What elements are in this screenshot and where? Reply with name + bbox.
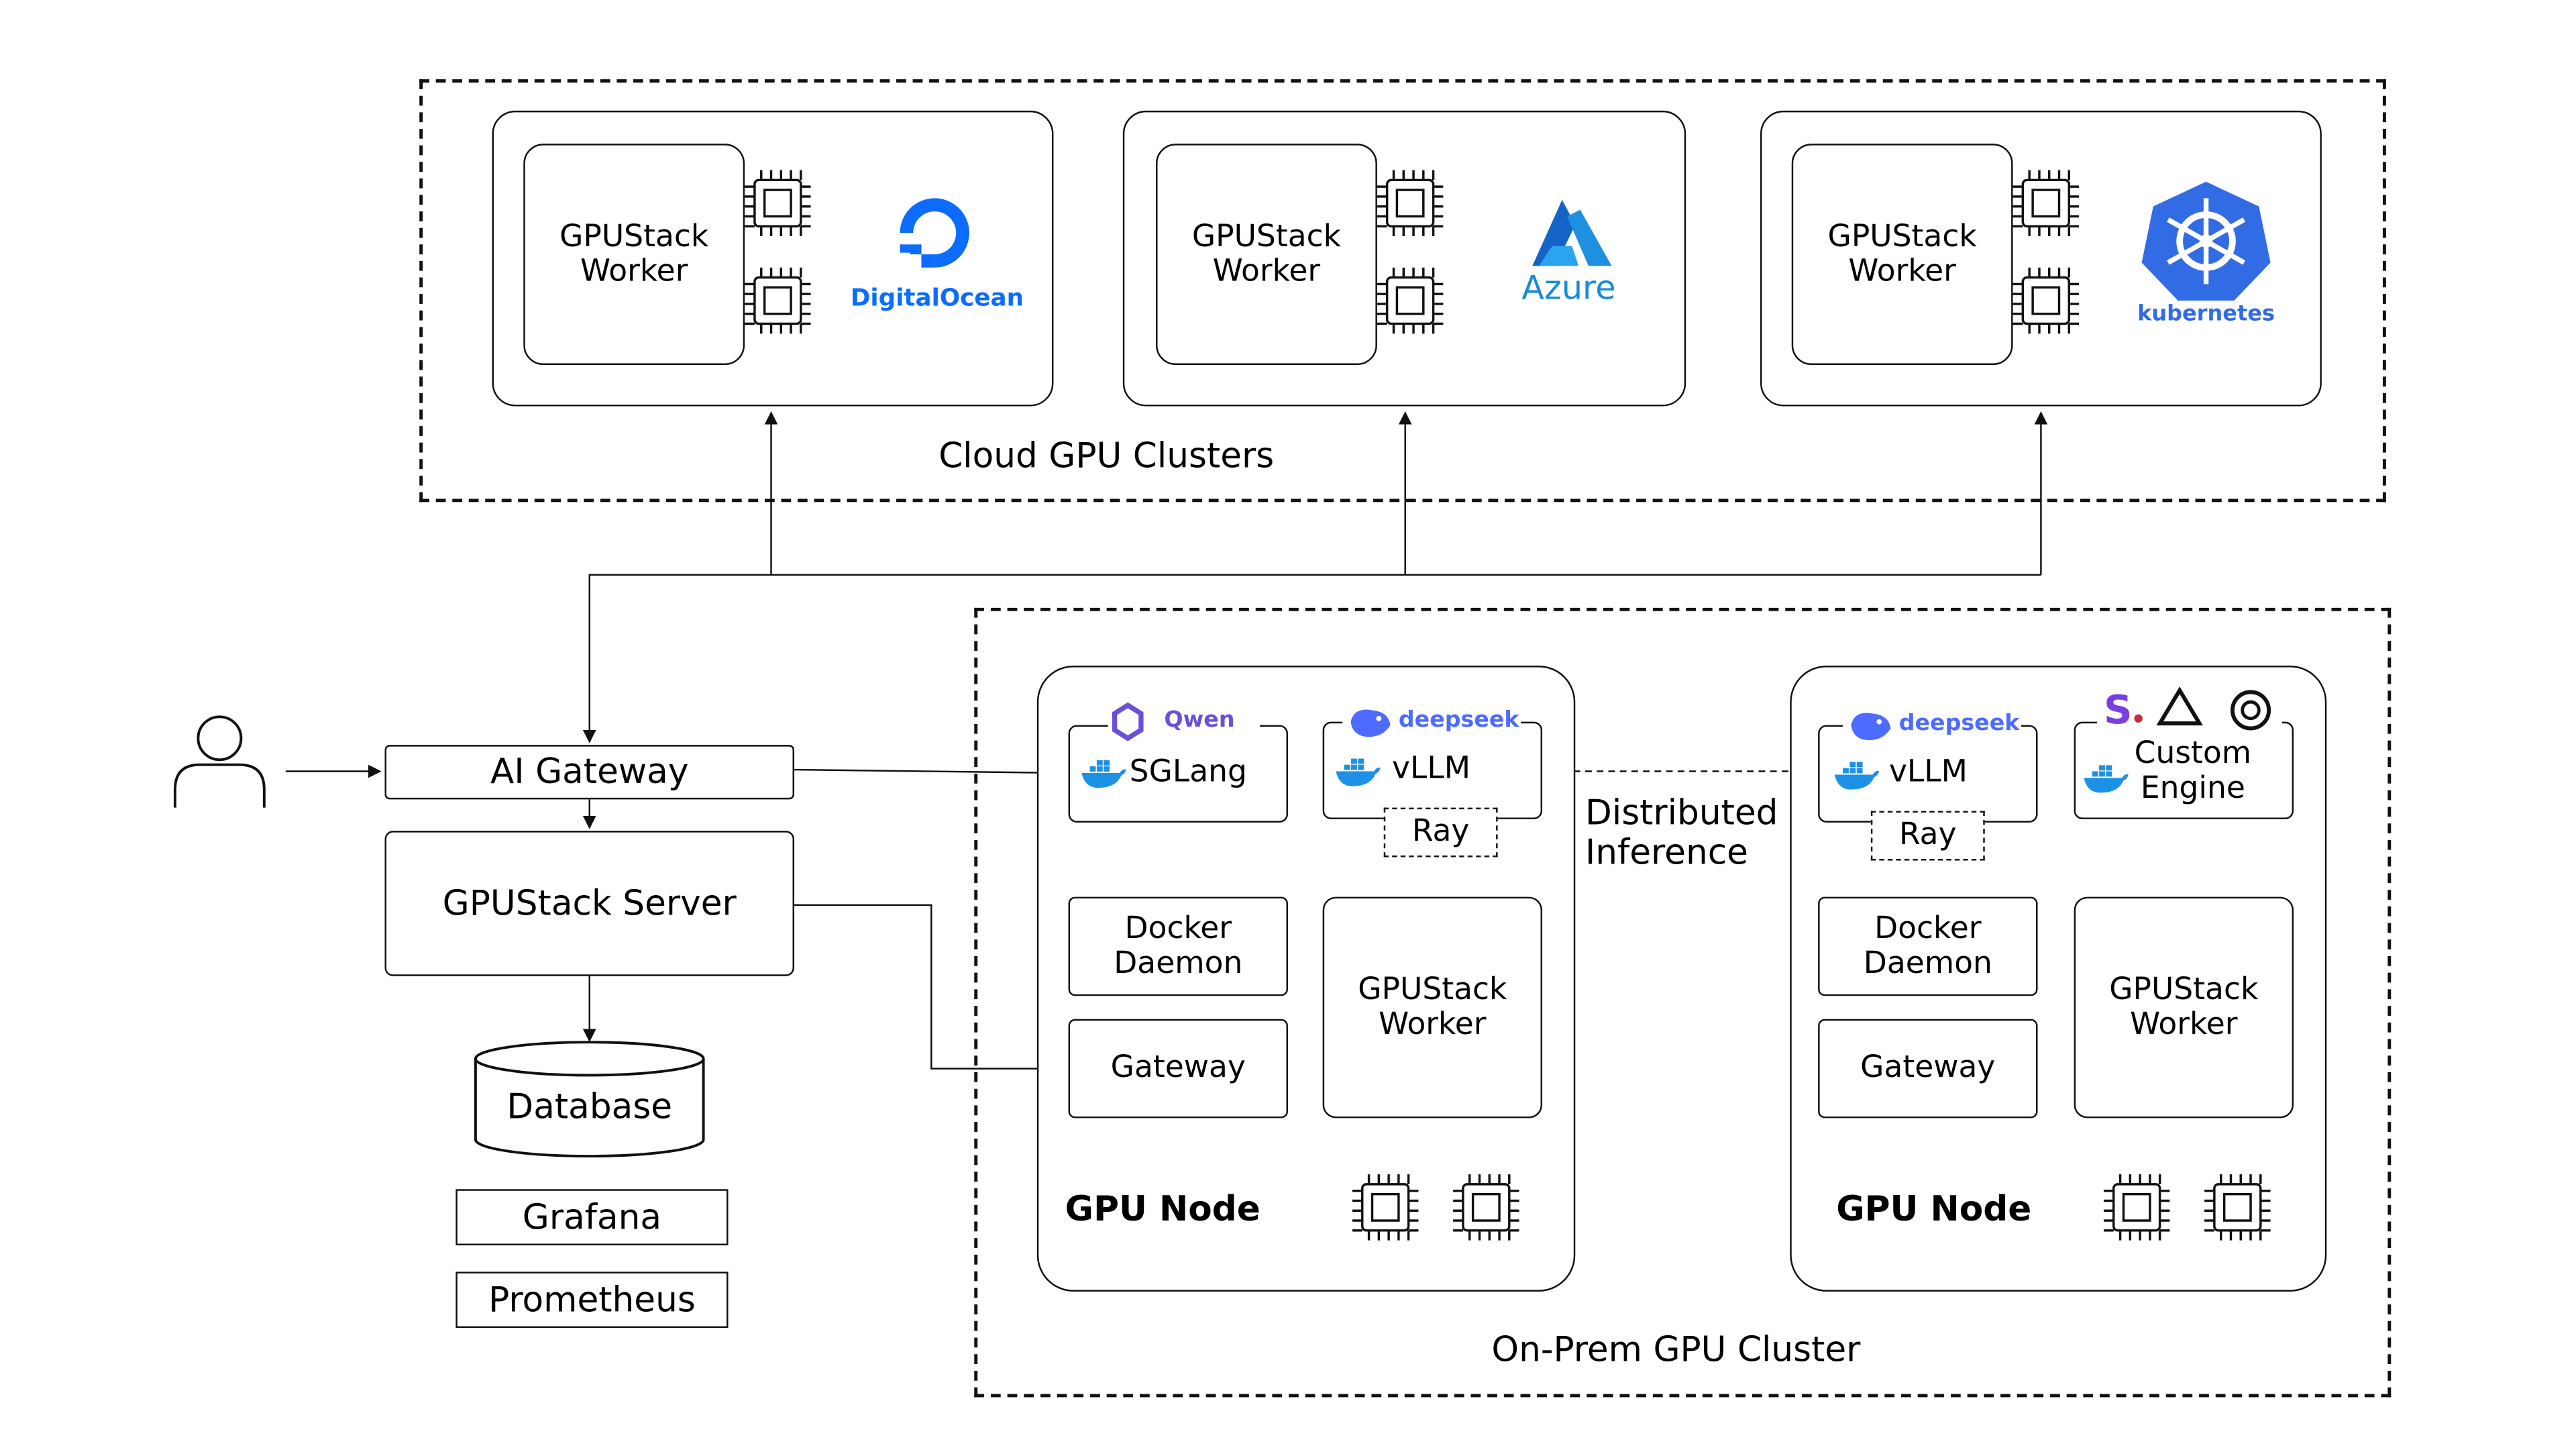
ai-gateway-label: AI Gateway [490,752,689,792]
gpustack-server-label: GPUStack Server [442,883,737,923]
docker-daemon-label: Docker Daemon [1863,911,1992,982]
distributed-inference-label: Distributed Inference [1585,792,1778,872]
docker-icon [1334,753,1381,789]
triangle-logo [2156,686,2203,726]
gpu-chip-icon [2201,1171,2273,1243]
azure-logo [1523,199,1615,269]
deepseek-logo: deepseek [1843,705,2021,745]
node-gateway-label: Gateway [1110,1051,1246,1086]
docker-icon [1833,756,1880,792]
ai-gateway[interactable] [384,745,794,800]
gpu-chip-icon [1450,1171,1522,1243]
prometheus-label: Prometheus [488,1280,696,1320]
grafana[interactable] [455,1189,729,1245]
worker-label: GPUStack Worker [559,219,709,289]
gpustack-server[interactable] [384,831,794,976]
node-gateway[interactable] [1818,1019,2038,1119]
custom-engine-label: Custom Engine [2134,736,2252,807]
openai-logo [2230,690,2271,731]
docker-icon [2082,760,2129,796]
gpustack-worker-box[interactable] [523,144,745,365]
docker-daemon[interactable] [1068,896,1288,996]
cloud-gpu-clusters [419,79,2386,503]
prometheus[interactable] [455,1272,729,1329]
deepseek-label: deepseek [1398,707,1519,733]
sglang-logo: S [2104,686,2133,733]
docker-icon [1080,755,1126,791]
deepseek-logo: deepseek [1342,702,1521,742]
docker-daemon-label: Docker Daemon [1114,911,1243,982]
deepseek-label: deepseek [1898,710,2020,737]
cloud-title: Cloud GPU Clusters [938,435,1275,476]
worker-label: GPUStack Worker [1191,219,1342,289]
worker-label: GPUStack Worker [1827,219,1977,289]
node-gateway-label: Gateway [1860,1051,1996,1086]
ray-box[interactable] [1870,811,1985,861]
digitalocean-logo [892,195,977,274]
vllm-label: vLLM [1392,752,1471,787]
user-icon [173,715,266,808]
onprem-title: On-Prem GPU Cluster [1491,1329,1861,1369]
ray-label: Ray [1899,818,1957,853]
ray-label: Ray [1411,815,1470,850]
gpu-node-label: GPU Node [1065,1189,1260,1229]
custom-engine[interactable] [2074,721,2294,819]
docker-daemon[interactable] [1818,896,2038,996]
node-gateway[interactable] [1068,1019,1288,1119]
gpu-chip-icon [2010,167,2082,240]
gpu-chip-icon [1374,167,1446,240]
gpu-chip-icon [2100,1171,2173,1243]
gpustack-worker-box[interactable] [2074,896,2294,1119]
digitalocean-label: DigitalOcean [850,284,1024,312]
arrow-gateway-to-sglang [794,766,1064,780]
gpustack-worker-box[interactable] [1791,144,2013,365]
database-icon [474,1041,705,1158]
gpu-node-label: GPU Node [1836,1189,2032,1229]
worker-label: GPUStack Worker [1358,972,1507,1043]
kubernetes-label: kubernetes [2137,301,2275,327]
grafana-label: Grafana [522,1197,662,1237]
arrow-server-to-node-gateway [794,904,1065,1076]
gpu-chip-icon [741,167,814,240]
kubernetes-logo [2140,178,2272,304]
gpu-chip-icon [741,264,814,337]
vllm-label: vLLM [1888,755,1968,790]
qwen-label: Qwen [1164,707,1235,733]
qwen-logo: Qwen [1108,702,1260,742]
gpustack-worker-box[interactable] [1156,144,1377,365]
gpu-chip-icon [2010,264,2082,337]
gpu-chip-icon [1349,1171,1421,1243]
gpu-chip-icon [1374,264,1446,337]
sglang-label: SGLang [1129,755,1247,790]
azure-label: Azure [1521,266,1616,307]
on-prem-gpu-cluster [974,607,2392,1398]
ray-box[interactable] [1383,807,1498,858]
gpustack-worker-box[interactable] [1322,896,1543,1119]
database-label: Database [506,1086,673,1127]
worker-label: GPUStack Worker [2109,972,2259,1043]
custom-engine-logos: S [2097,684,2282,733]
